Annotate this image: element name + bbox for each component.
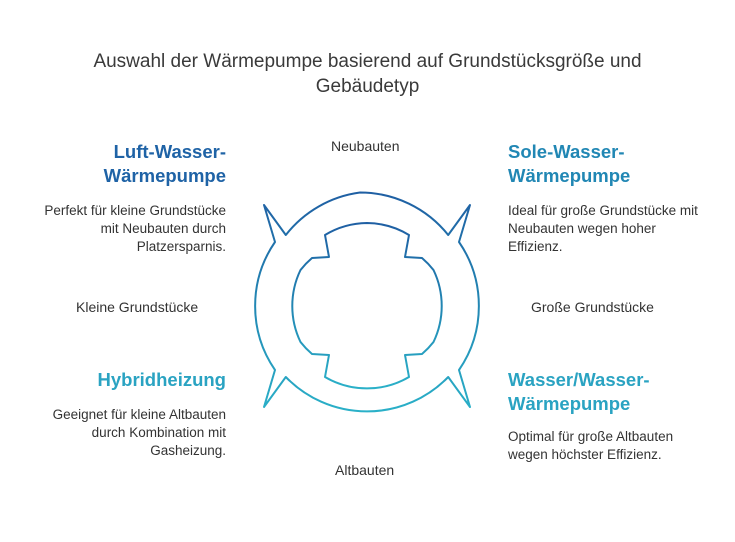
diagram-title: Auswahl der Wärmepumpe basierend auf Gru… bbox=[93, 51, 642, 97]
quadrant-desc-top-left: Perfekt für kleine Grundstücke mit Neuba… bbox=[44, 203, 226, 254]
quadrant-desc-bottom-right: Optimal für große Altbauten wegen höchst… bbox=[508, 429, 674, 462]
quadrant-title-bottom-left: Hybridheizung bbox=[97, 369, 226, 390]
axis-label-bottom: Altbauten bbox=[335, 462, 395, 478]
outer-ring bbox=[254, 191, 480, 413]
quadrant-title-top-left: Luft-Wasser-Wärmepumpe bbox=[103, 141, 226, 186]
axis-label-top: Neubauten bbox=[331, 138, 400, 154]
inner-ring bbox=[291, 222, 443, 390]
quadrant-desc-bottom-left: Geeignet für kleine Altbauten durch Komb… bbox=[52, 407, 226, 458]
ring-dividers bbox=[253, 191, 481, 421]
axis-label-right: Große Grundstücke bbox=[531, 299, 654, 315]
quadrant-desc-top-right: Ideal für große Grundstücke mit Neubaute… bbox=[508, 203, 698, 254]
quadrant-title-bottom-right: Wasser/Wasser-Wärmepumpe bbox=[508, 369, 650, 414]
quadrant-title-top-right: Sole-Wasser-Wärmepumpe bbox=[508, 141, 631, 186]
axis-label-left: Kleine Grundstücke bbox=[76, 299, 199, 315]
